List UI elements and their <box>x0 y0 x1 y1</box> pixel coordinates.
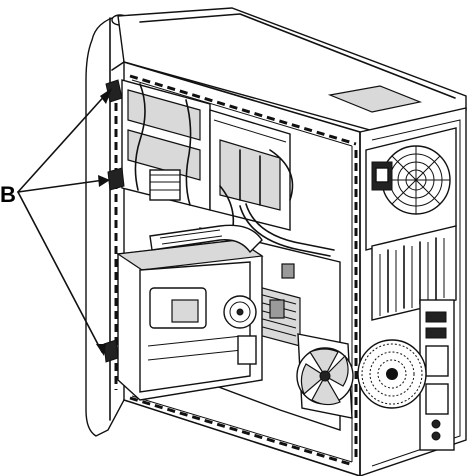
rear-io-ports <box>419 299 455 451</box>
arrowhead-icon <box>96 344 106 356</box>
audio-jack-icon <box>431 419 441 429</box>
callout-b: B <box>0 88 112 356</box>
parallel-port-icon <box>425 345 449 377</box>
drive-connector <box>237 335 257 365</box>
clip-bottom-icon <box>103 339 119 363</box>
ps2-port-icon <box>425 311 447 323</box>
lower-drive-cage <box>116 239 264 401</box>
cpu-cooler-fan <box>296 333 354 419</box>
psu-rear <box>365 127 457 251</box>
expansion-slots <box>371 225 457 321</box>
arrowhead-icon <box>98 175 110 187</box>
serial-port-icon <box>425 383 449 415</box>
top-handle <box>327 85 423 113</box>
connector-icon <box>281 263 295 279</box>
connector-icon <box>269 299 285 319</box>
callout-label: B <box>0 182 16 207</box>
drive-cage <box>121 79 211 211</box>
ribbon-cable <box>149 224 263 254</box>
clip-middle-icon <box>107 167 125 191</box>
arrowhead-icon <box>100 88 112 104</box>
rear-case-fan <box>357 339 427 409</box>
power-supply <box>209 109 291 231</box>
